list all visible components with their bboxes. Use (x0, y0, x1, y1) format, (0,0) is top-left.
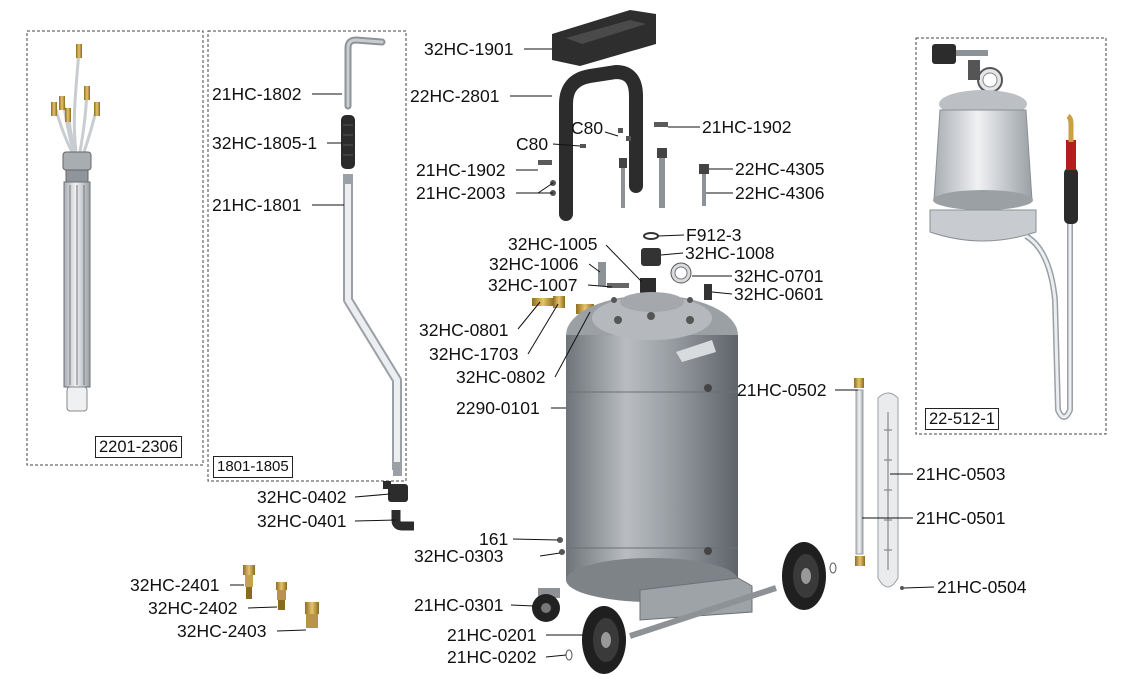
measuring-tank-drawing (929, 44, 1078, 420)
rear-wheel (782, 542, 826, 610)
part-label-32hc-0601: 32HC-0601 (734, 284, 824, 304)
fitting-0402-drawing (383, 481, 408, 502)
part-label-32hc-1006: 32HC-1006 (489, 254, 579, 274)
part-label-32hc-1005: 32HC-1005 (508, 234, 598, 254)
part-label-21hc-1902-right: 21HC-1902 (702, 117, 792, 137)
part-label-32hc-1901: 32HC-1901 (424, 39, 514, 59)
part-label-21hc-0301: 21HC-0301 (414, 595, 504, 615)
part-label-c80-lower: C80 (516, 134, 549, 154)
part-label-32hc-0303: 32HC-0303 (414, 546, 504, 566)
part-label-32hc-0701: 32HC-0701 (734, 266, 824, 286)
part-label-32hc-2403: 32HC-2403 (177, 621, 267, 641)
adapter-2402-drawing (276, 582, 287, 610)
part-label-21hc-1802: 21HC-1802 (212, 84, 302, 104)
part-label-21hc-0502: 21HC-0502 (737, 380, 827, 400)
sight-gauge-drawing (854, 378, 904, 590)
part-label-21hc-1801: 21HC-1801 (212, 195, 302, 215)
part-label-32hc-0401: 32HC-0401 (257, 511, 347, 531)
part-label-f912-3: F912-3 (686, 225, 742, 245)
front-wheel-0201 (582, 606, 626, 674)
part-label-c80-upper: C80 (571, 118, 604, 138)
group-label-22-512-1: 22-512-1 (925, 408, 1000, 430)
part-label-32hc-0802: 32HC-0802 (456, 367, 546, 387)
suction-tube-group-frame (207, 30, 407, 482)
part-label-21hc-0202: 21HC-0202 (447, 647, 537, 667)
part-label-21hc-0201: 21HC-0201 (447, 625, 537, 645)
tank-2290-0101-drawing (566, 292, 738, 602)
part-label-32hc-1703: 32HC-1703 (429, 344, 519, 364)
part-label-21hc-0504: 21HC-0504 (937, 577, 1027, 597)
part-label-22hc-2801: 22HC-2801 (410, 86, 500, 106)
part-label-22hc-4305: 22HC-4305 (735, 159, 825, 179)
caster-0301 (532, 588, 560, 622)
handle-2801-drawing (559, 64, 643, 221)
group-label-2201-2306: 2201-2306 (95, 436, 182, 458)
part-label-21hc-1902-left: 21HC-1902 (416, 160, 506, 180)
suction-tube-drawing (341, 36, 402, 476)
part-label-32hc-0801: 32HC-0801 (419, 320, 509, 340)
measuring-tank-group-frame (915, 37, 1107, 435)
adapter-2401-drawing (243, 565, 255, 599)
part-label-32hc-1805-1: 32HC-1805-1 (212, 133, 318, 153)
elbow-0401-drawing (391, 510, 414, 531)
part-label-32hc-2401: 32HC-2401 (130, 575, 220, 595)
hose-kit-drawing (51, 44, 100, 412)
part-label-21hc-0501: 21HC-0501 (916, 508, 1006, 528)
top-tray-1901-drawing (552, 10, 656, 66)
part-label-22hc-4306: 22HC-4306 (735, 183, 825, 203)
base-and-wheels-drawing (532, 537, 837, 674)
part-label-2290-0101: 2290-0101 (456, 398, 540, 418)
part-label-32hc-1008: 32HC-1008 (685, 243, 775, 263)
part-label-32hc-0402: 32HC-0402 (257, 487, 347, 507)
part-label-32hc-1007: 32HC-1007 (488, 275, 578, 295)
group-label-1801-1805: 1801-1805 (213, 456, 293, 478)
part-label-21hc-2003: 21HC-2003 (416, 183, 506, 203)
adapter-2403-drawing (305, 602, 319, 628)
hose-kit-group-frame (26, 30, 204, 466)
leader-lines (230, 48, 935, 658)
part-label-21hc-0503: 21HC-0503 (916, 464, 1006, 484)
part-label-161: 161 (479, 529, 509, 549)
part-label-32hc-2402: 32HC-2402 (148, 598, 238, 618)
